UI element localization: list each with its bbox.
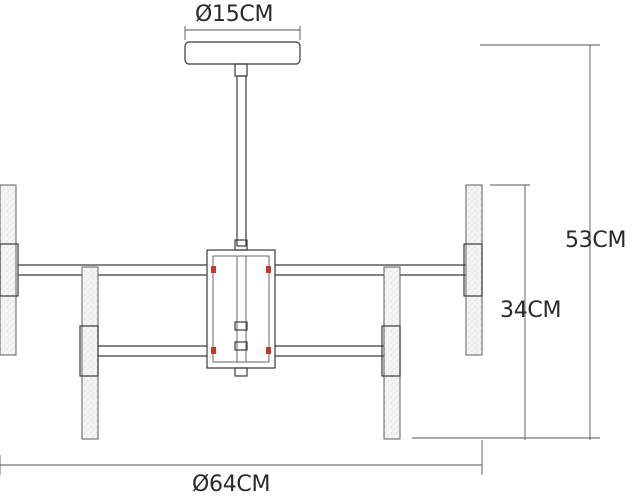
total-diameter-dimension: [0, 440, 483, 475]
glass-shade-outer-left: [0, 184, 19, 356]
canopy-dimension: [184, 26, 301, 40]
central-body: [206, 249, 276, 377]
body-height-dimension: [412, 184, 600, 440]
body-height-label: 34CM: [500, 298, 562, 323]
lower-arms: [98, 345, 385, 357]
total-diameter-label: Ø64CM: [192, 472, 271, 497]
canopy-diameter-label: Ø15CM: [195, 2, 274, 27]
glass-shade-inner-left: [79, 266, 99, 440]
ceiling-canopy: [184, 41, 301, 65]
down-rod: [234, 63, 248, 251]
total-height-dimension: [480, 44, 600, 440]
total-height-label: 53CM: [565, 228, 627, 253]
upper-arms: [18, 264, 468, 276]
glass-shade-outer-right: [463, 184, 483, 356]
glass-shade-inner-right: [381, 266, 401, 440]
